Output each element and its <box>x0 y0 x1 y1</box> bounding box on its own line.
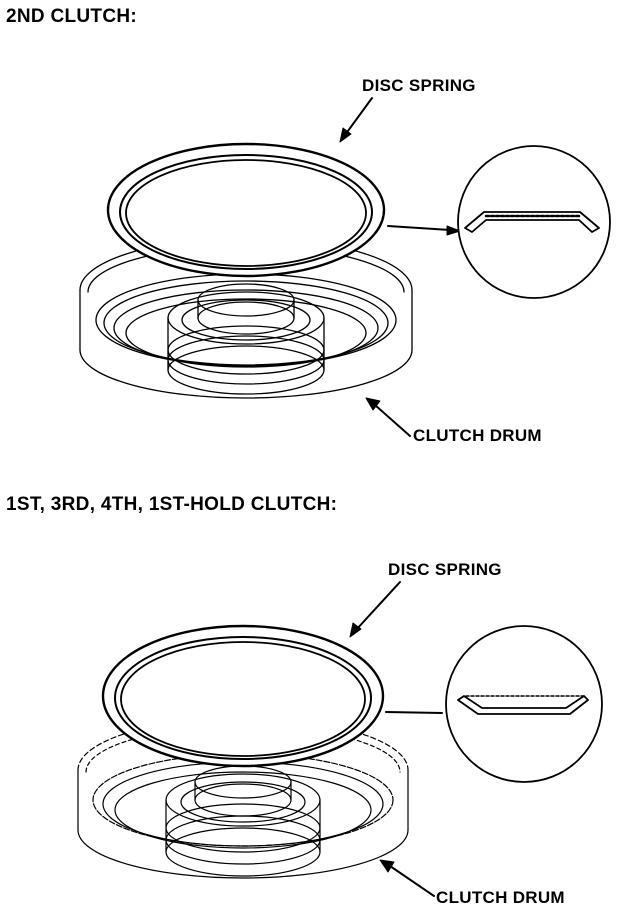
section-1-disc-spring-label: DISC SPRING <box>362 76 476 95</box>
section-2-disc-spring-cross-section <box>445 625 603 783</box>
section-1-heading: 2ND CLUTCH: <box>6 6 138 27</box>
section-1-clutch-drum-label: CLUTCH DRUM <box>413 426 542 445</box>
section-1-disc-spring <box>106 142 386 278</box>
section-1-disc-spring-cross-section <box>457 145 611 299</box>
section-2-callout-arrows <box>349 581 443 897</box>
section-2-heading: 1ST, 3RD, 4TH, 1ST-HOLD CLUTCH: <box>6 494 338 515</box>
section-2-disc-spring <box>101 624 385 768</box>
section-2-clutch-drum-label: CLUTCH DRUM <box>436 888 565 907</box>
section-1-callout-arrows <box>339 97 461 437</box>
section-2-disc-spring-label: DISC SPRING <box>388 560 502 579</box>
